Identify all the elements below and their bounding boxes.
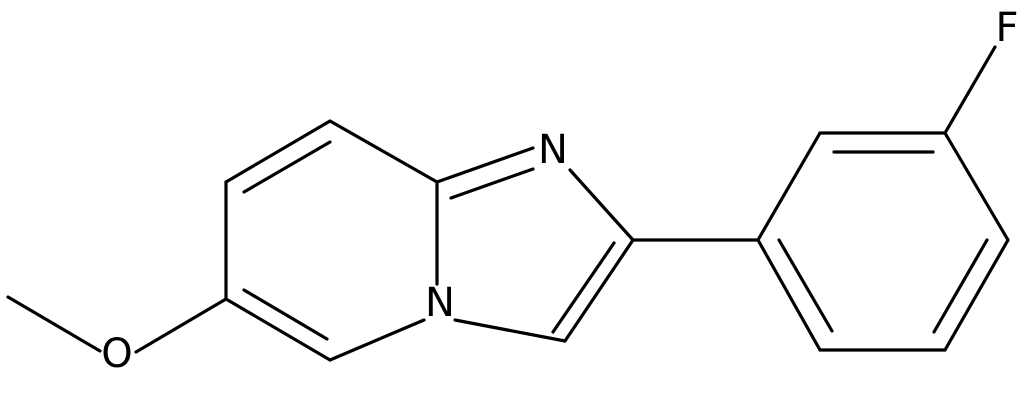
bond-ph6-ph1-inner [777,238,834,333]
bond-c8a-n1-inner [449,167,535,200]
bond-ph3-ph4 [943,131,1010,242]
bond-ph4-ph5-inner [932,238,989,334]
bond-n4-c5 [328,318,426,362]
bond-ph6-ph1 [756,238,822,352]
bond-c2-c3 [563,238,635,343]
atom-labels: O N N F [101,5,1018,377]
atom-label-nitrogen-imidazole: N [538,127,568,173]
bond-c8a-n1 [435,146,535,184]
bond-c2-c3-inner [551,241,616,334]
bond-c5-c6-inner [242,288,329,341]
bond-c5-c6 [224,297,332,362]
bond-c7-c8 [224,119,332,184]
bond-c3-n4 [453,318,567,343]
bond-oxygen-c6 [134,297,228,354]
atom-label-fluorine: F [995,5,1018,51]
bond-ph3-fluorine [943,45,997,135]
bond-c7-c8-inner [242,140,332,194]
bond-c8-c8a [328,119,439,184]
bonds [6,45,1010,362]
bond-methyl-oxygen [6,295,102,353]
atom-label-oxygen: O [101,331,132,377]
bond-ph4-ph5 [943,238,1010,352]
atom-label-nitrogen-bridgehead: N [425,280,455,326]
bond-n1-c2 [568,168,635,242]
bond-ph1-ph2 [756,131,822,242]
